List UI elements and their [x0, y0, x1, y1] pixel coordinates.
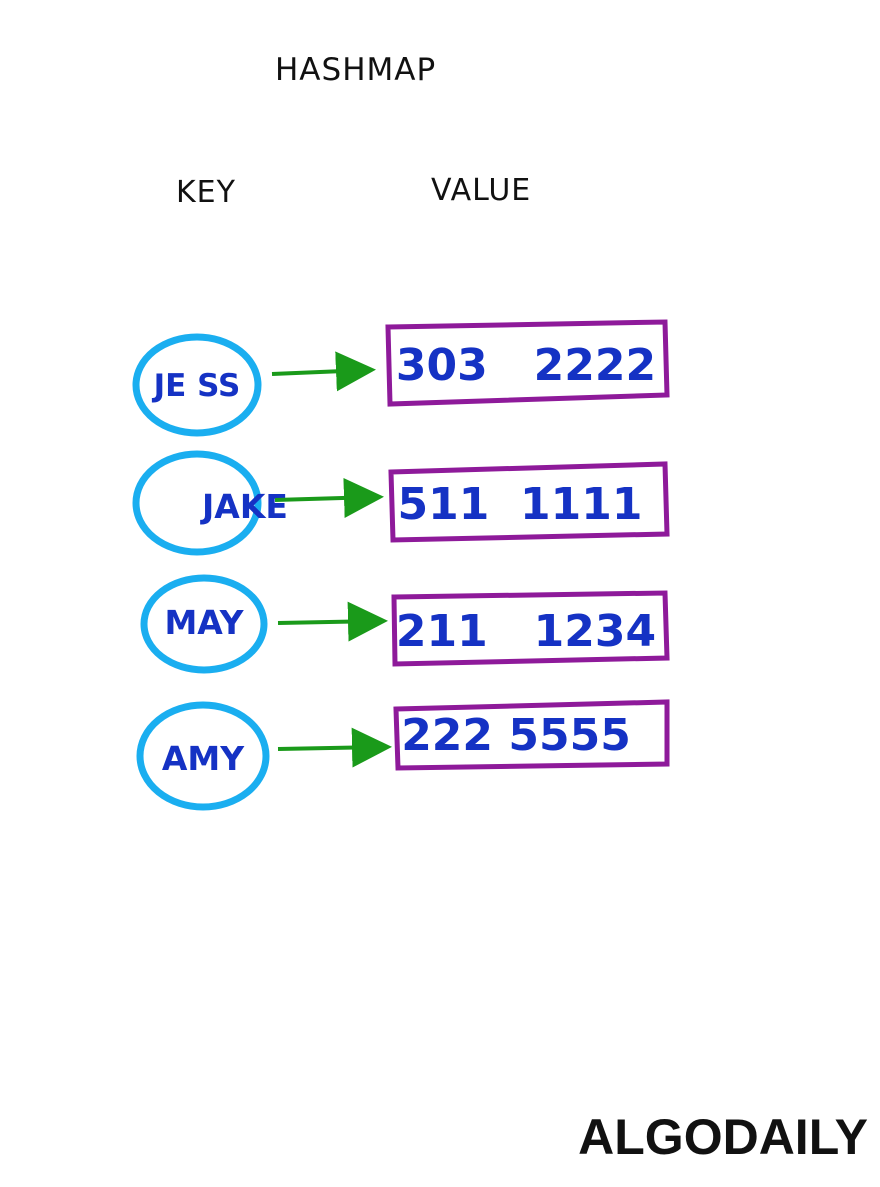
key-circle [140, 574, 268, 674]
mapping-arrow [277, 601, 388, 642]
mapping-arrow [277, 727, 392, 768]
value-column-header: VALUE [431, 173, 531, 208]
value-label: 303 2222 [396, 340, 656, 391]
hashmap-entry: MAY 211 1234 [140, 574, 670, 674]
value-label: 222 5555 [401, 710, 631, 761]
value-label: 511 1111 [398, 479, 643, 530]
value-box [391, 590, 670, 667]
value-box [385, 319, 670, 407]
key-column-header: KEY [176, 175, 236, 210]
key-circle [132, 333, 262, 437]
diagram-title: HASHMAP [275, 52, 436, 88]
key-label: JAKE [200, 487, 288, 526]
value-label: 211 1234 [396, 606, 656, 657]
key-label: AMY [162, 739, 245, 778]
key-circle [136, 701, 270, 811]
hashmap-entry: JAKE 511 1111 [132, 450, 670, 556]
key-circle [132, 450, 262, 556]
key-label: MAY [164, 603, 244, 642]
hashmap-entry: AMY 222 5555 [136, 699, 670, 811]
hashmap-entry: JE SS 303 2222 [132, 319, 670, 437]
key-label: JE SS [152, 368, 241, 404]
value-box [388, 461, 670, 543]
brand-logo-text: ALGODAILY [578, 1109, 868, 1165]
mapping-arrow [274, 477, 384, 518]
value-box [393, 699, 670, 771]
mapping-arrow [271, 351, 376, 392]
